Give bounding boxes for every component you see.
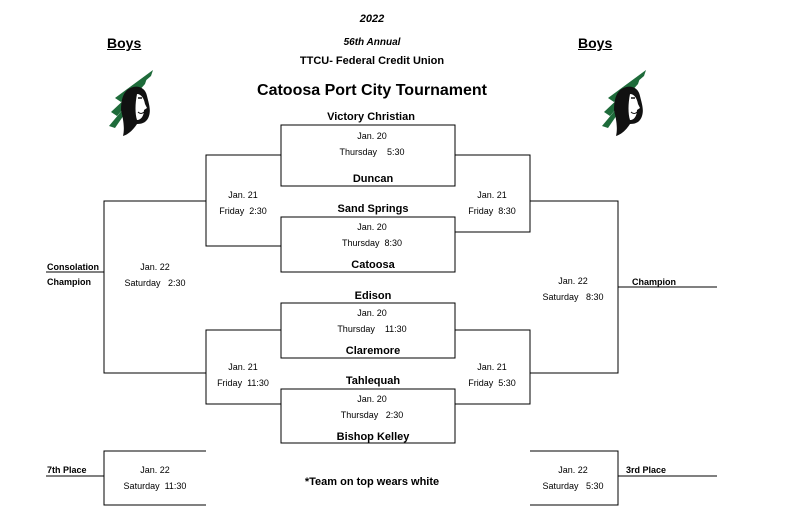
- game-date: Jan. 21: [228, 362, 258, 372]
- game-time: Thursday 2:30: [340, 410, 404, 420]
- game-time: Friday 8:30: [468, 206, 516, 216]
- game-time: Saturday 2:30: [124, 278, 186, 288]
- game-date: Jan. 22: [558, 276, 588, 286]
- game-info-semi-left-top: Jan. 21 Friday 2:30: [219, 187, 267, 219]
- bracket-game2: [280, 216, 456, 273]
- bracket-third: [530, 450, 619, 506]
- game-info-third-place: Jan. 22 Saturday 5:30: [542, 462, 603, 494]
- game-info-semi-right-top: Jan. 21 Friday 8:30: [468, 187, 516, 219]
- indian-head-mascot-icon: [109, 70, 153, 136]
- game-info-semi-left-bottom: Jan. 21 Friday 11:30: [217, 359, 269, 391]
- team-victory-christian: Victory Christian: [327, 111, 415, 123]
- team-duncan: Duncan: [352, 173, 394, 185]
- bracket-semi-right-top: [455, 154, 531, 233]
- team-bishop-kelley: Bishop Kelley: [336, 431, 410, 443]
- game-date: Jan. 20: [357, 394, 387, 404]
- team-sand-springs: Sand Springs: [337, 203, 409, 215]
- game-time: Thursday 11:30: [337, 324, 407, 334]
- game-info-championship: Jan. 22 Saturday 8:30: [542, 273, 603, 305]
- game-info-g4: Jan. 20 Thursday 2:30: [341, 391, 404, 423]
- game-date: Jan. 22: [140, 465, 170, 475]
- game-time: Thursday 5:30: [339, 147, 405, 157]
- bracket-game1: [280, 124, 456, 187]
- bracket-seventh: [103, 450, 206, 506]
- team-edison: Edison: [354, 290, 392, 302]
- uniform-note: *Team on top wears white: [304, 476, 440, 488]
- game-info-consolation: Jan. 22 Saturday 2:30: [124, 259, 185, 291]
- game-info-g2: Jan. 20 Thursday 8:30: [342, 219, 402, 251]
- game-date: Jan. 21: [477, 362, 507, 372]
- third-place-label: 3rd Place: [626, 465, 667, 475]
- game-time: Saturday 5:30: [542, 481, 604, 491]
- game-time: Friday 5:30: [468, 378, 516, 388]
- team-tahlequah: Tahlequah: [345, 375, 401, 387]
- seventh-place-label: 7th Place: [47, 465, 87, 475]
- game-time: Thursday 8:30: [341, 238, 403, 248]
- game-date: Jan. 21: [477, 190, 507, 200]
- game-info-g1: Jan. 20 Thursday 5:30: [339, 128, 404, 160]
- game-time: Friday 11:30: [217, 378, 269, 388]
- game-info-seventh-place: Jan. 22 Saturday 11:30: [124, 462, 187, 494]
- team-catoosa: Catoosa: [351, 259, 395, 271]
- edition-label: 56th Annual: [343, 37, 401, 48]
- game-time: Saturday 11:30: [123, 481, 187, 491]
- game-date: Jan. 22: [558, 465, 588, 475]
- bracket-semi-left-bottom: [205, 329, 281, 405]
- indian-head-mascot-icon: [602, 70, 646, 136]
- game-date: Jan. 22: [140, 262, 170, 272]
- game-date: Jan. 20: [357, 308, 387, 318]
- consolation-label: Consolation: [47, 262, 99, 272]
- bracket-game4: [280, 388, 456, 444]
- game-date: Jan. 21: [228, 190, 258, 200]
- division-label-right: Boys: [578, 35, 613, 51]
- bracket-game3: [280, 302, 456, 359]
- division-label-left: Boys: [107, 35, 142, 51]
- game-time: Saturday 8:30: [542, 292, 604, 302]
- sponsor-name: TTCU- Federal Credit Union: [299, 55, 445, 67]
- champion-label: Champion: [632, 277, 676, 287]
- game-date: Jan. 20: [357, 222, 387, 232]
- game-time: Friday 2:30: [219, 206, 267, 216]
- year: 2022: [359, 13, 385, 25]
- bracket-consolation: [103, 200, 206, 374]
- bracket-semi-right-bottom: [455, 329, 531, 405]
- team-claremore: Claremore: [345, 345, 401, 357]
- game-info-semi-right-bottom: Jan. 21 Friday 5:30: [468, 359, 516, 391]
- consolation-champion-label: Champion: [47, 277, 91, 287]
- game-date: Jan. 20: [357, 131, 387, 141]
- page-title: Catoosa Port City Tournament: [257, 82, 487, 99]
- game-info-g3: Jan. 20 Thursday 11:30: [337, 305, 406, 337]
